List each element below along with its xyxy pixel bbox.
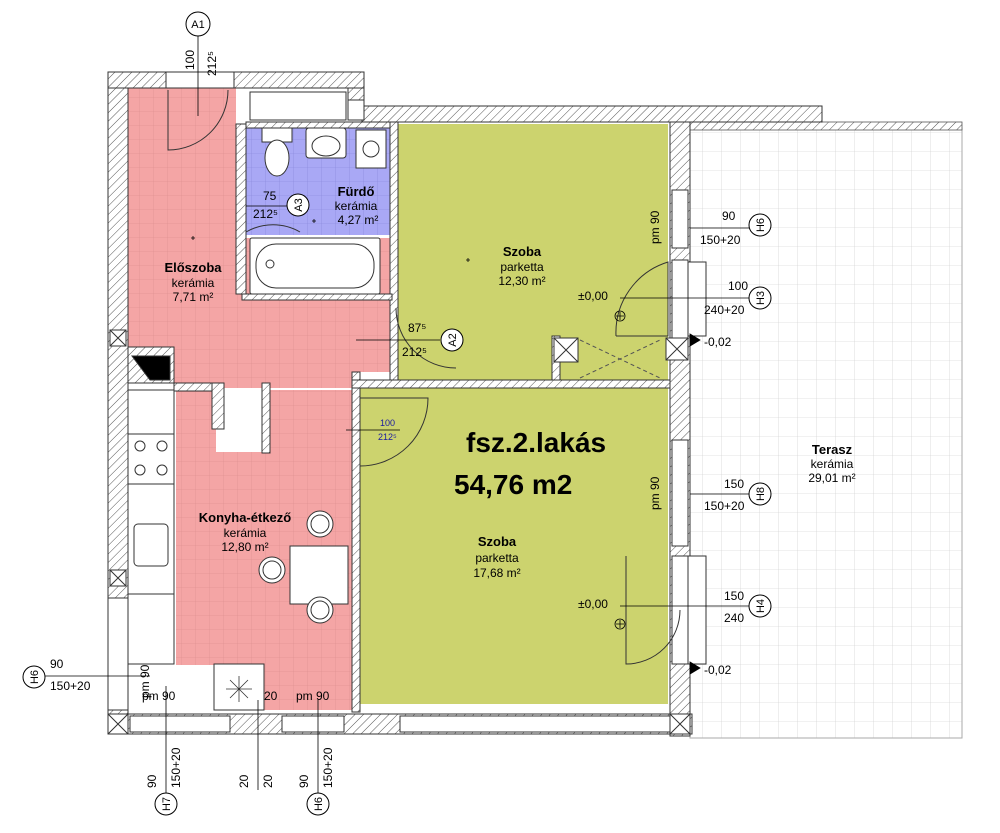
terrace <box>689 121 963 739</box>
window-tag-h7: H7 <box>161 797 173 811</box>
dashed-line <box>579 339 661 379</box>
apartment-title: fsz.2.lakás <box>466 427 606 458</box>
room-floor-konyha: kerámia <box>224 526 267 540</box>
window-h4-height: 240 <box>724 611 744 625</box>
door-swings <box>167 89 681 665</box>
window-h8-pm: pm 90 <box>648 476 662 510</box>
window-h6-left-width: 90 <box>50 657 64 671</box>
room-name-konyha: Konyha-étkező <box>199 510 292 525</box>
room-area-szoba1: 12,30 m² <box>498 274 545 288</box>
window-h7-width: 90 <box>145 774 159 788</box>
vent-w2: 20 <box>261 774 275 788</box>
vent-mid: 20 <box>264 689 278 703</box>
window-tag-h6-top: H6 <box>755 218 767 232</box>
room-name-szoba2: Szoba <box>478 534 517 549</box>
window-tag-h4: H4 <box>755 599 767 613</box>
window-h8-width: 150 <box>724 477 744 491</box>
room-floor-eloszoba: kerámia <box>172 276 215 290</box>
window-h3-height: 240+20 <box>704 303 745 317</box>
window-h6-bottom-height: 150+20 <box>321 747 335 788</box>
room-area-terasz: 29,01 m² <box>808 471 855 485</box>
room-area-furdo: 4,27 m² <box>338 213 379 227</box>
door-tag-a2: A2 <box>447 333 459 346</box>
window-h6-top-width: 90 <box>722 209 736 223</box>
window-h6-bottom-pm: pm 90 <box>296 689 330 703</box>
window-h7-pm: pm 90 <box>142 689 176 703</box>
window-tag-h8: H8 <box>755 487 767 501</box>
door-a1-width: 100 <box>183 50 197 70</box>
level-1: ±0,00 <box>578 289 608 303</box>
apartment-area: 54,76 m2 <box>454 469 572 500</box>
window-h3-width: 100 <box>728 279 748 293</box>
room-floor-furdo: kerámia <box>335 199 378 213</box>
room-area-eloszoba: 7,71 m² <box>173 290 214 304</box>
window-h6-top-height: 150+20 <box>700 233 741 247</box>
window-h6-left-height: 150+20 <box>50 679 91 693</box>
door-inner-width: 100 <box>380 418 395 428</box>
vent-shafts <box>107 99 691 735</box>
room-floor-szoba2: parketta <box>475 551 519 565</box>
vent-w1: 20 <box>237 774 251 788</box>
room-name-furdo: Fürdő <box>338 184 375 199</box>
window-h6-left-pm: pm 90 <box>138 664 152 698</box>
window-frames <box>107 71 707 733</box>
room-floor-terasz: kerámia <box>811 457 854 471</box>
window-tag-h3: H3 <box>755 291 767 305</box>
door-a3-width: 75 <box>263 189 277 203</box>
room-name-terasz: Terasz <box>812 442 853 457</box>
kitchen-fixtures <box>127 355 349 711</box>
door-a1-height: 212⁵ <box>205 51 219 76</box>
window-tag-h6-left: H6 <box>29 670 41 684</box>
room-floor-szoba1: parketta <box>500 260 544 274</box>
window-h6-top-pm: pm 90 <box>648 210 662 244</box>
window-tag-h6-bottom: H6 <box>313 797 325 811</box>
level-4: -0,02 <box>704 663 732 677</box>
tag-circles <box>22 11 772 816</box>
door-tag-a3: A3 <box>293 198 305 211</box>
level-2: ±0,00 <box>578 597 608 611</box>
labels: fsz.2.lakás 54,76 m2 Előszoba kerámia 7,… <box>29 19 856 811</box>
door-a2-height: 212⁵ <box>402 345 427 359</box>
window-h8-height: 150+20 <box>704 499 745 513</box>
room-area-konyha: 12,80 m² <box>221 540 268 554</box>
door-tag-a1: A1 <box>191 19 204 31</box>
room-name-eloszoba: Előszoba <box>164 260 222 275</box>
leader-lines <box>40 36 760 800</box>
window-h7-height: 150+20 <box>169 747 183 788</box>
door-a2-width: 87⁵ <box>408 321 426 335</box>
bathroom-fixtures <box>249 91 387 295</box>
room-name-szoba1: Szoba <box>503 244 542 259</box>
room-center-marks <box>191 219 470 262</box>
door-a3-height: 212⁵ <box>253 207 278 221</box>
window-h4-width: 150 <box>724 589 744 603</box>
door-inner-height: 212⁵ <box>378 432 397 442</box>
window-h6-bottom-width: 90 <box>297 774 311 788</box>
level-markers <box>614 310 701 675</box>
room-area-szoba2: 17,68 m² <box>473 566 520 580</box>
level-3: -0,02 <box>704 335 732 349</box>
